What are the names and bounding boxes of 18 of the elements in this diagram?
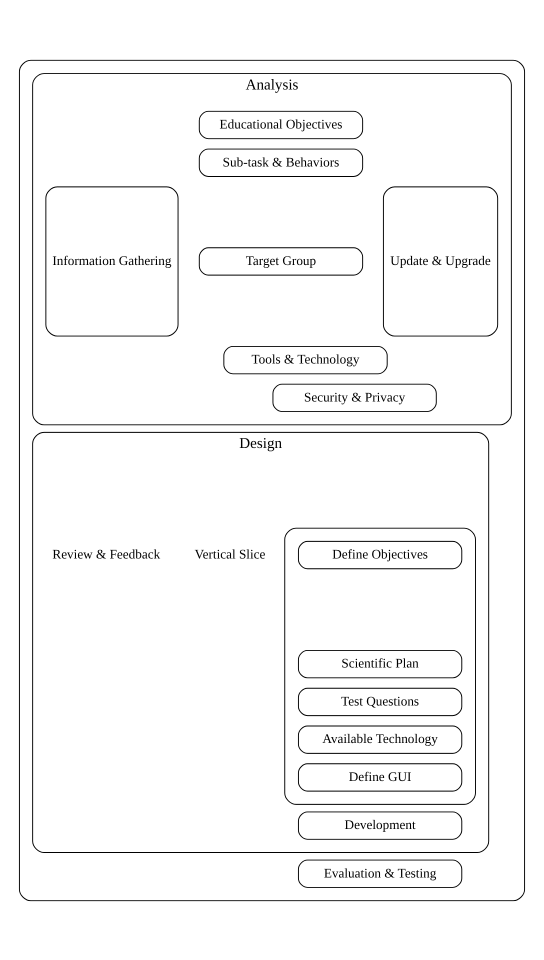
node-box: Scientific Plan (298, 649, 462, 678)
cluster (284, 527, 476, 804)
node-box: Information Gathering (45, 186, 179, 336)
node-box: Available Technology (298, 725, 462, 754)
node-box: Update & Upgrade (382, 186, 498, 336)
node-box: Educational Objectives (198, 110, 364, 139)
label: Vertical Slice (194, 546, 266, 562)
node-box: Security & Privacy (272, 383, 437, 412)
node-box: Target Group (198, 246, 364, 276)
node-box: Tools & Technology (223, 345, 388, 374)
node-box: Evaluation & Testing (298, 859, 462, 888)
node-box: Define GUI (298, 762, 462, 792)
cluster (18, 59, 526, 901)
node-box: Development (298, 810, 462, 840)
node-box: Test Questions (298, 687, 462, 716)
node-box: Sub-task & Behaviors (198, 148, 364, 176)
node-box: Define Objectives (298, 540, 462, 569)
label: Review & Feedback (52, 546, 160, 562)
